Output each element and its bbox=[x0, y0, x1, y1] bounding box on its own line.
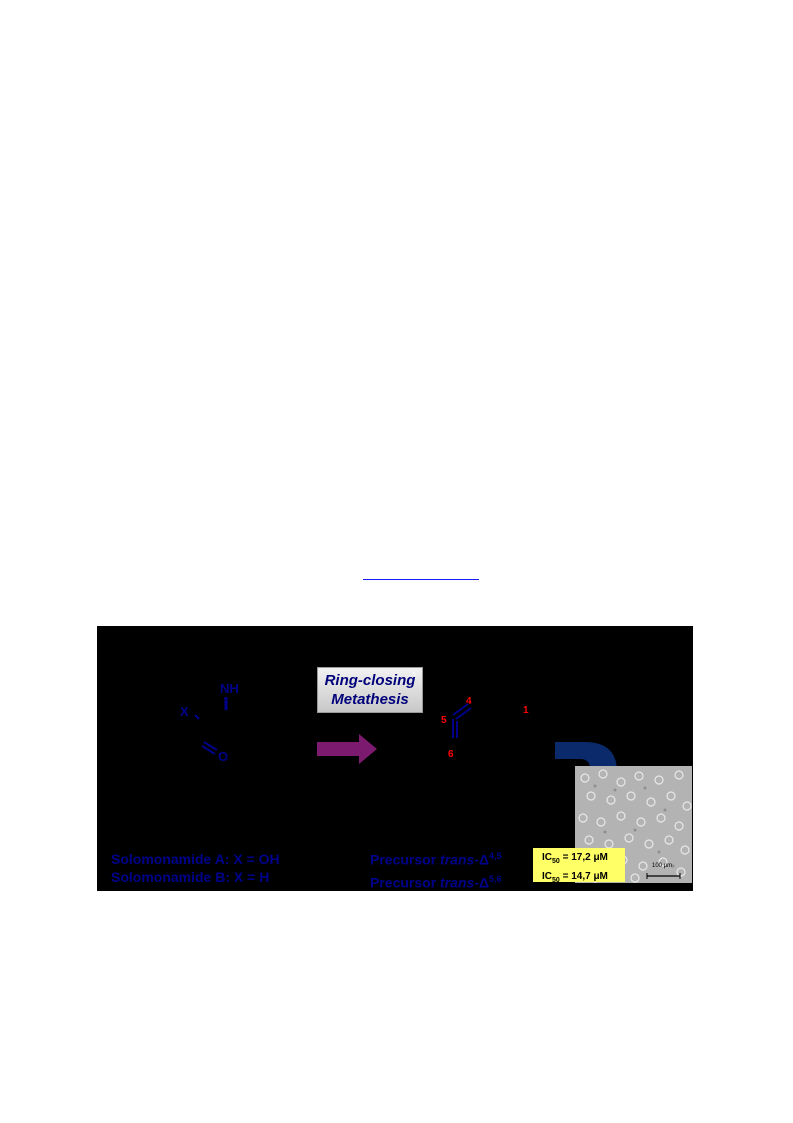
position-4: 4 bbox=[466, 696, 472, 707]
rcm-label-box: Ring-closing Metathesis bbox=[317, 667, 423, 713]
caption-solomonamide-a: Solomonamide A: X = OH bbox=[111, 851, 280, 867]
position-6: 6 bbox=[448, 749, 454, 760]
rcm-label-line1: Ring-closing bbox=[324, 672, 416, 689]
x-label: X bbox=[180, 704, 189, 719]
rcm-label-line2: Metathesis bbox=[331, 691, 409, 708]
ic50-line-2: IC50 = 14,7 μM bbox=[542, 871, 608, 884]
ic50-box: IC50 = 17,2 μM IC50 = 14,7 μM bbox=[533, 848, 625, 884]
graphical-abstract: Ring-closing Metathesis NH X O 4 5 6 1 S… bbox=[97, 626, 693, 891]
caption-solomonamide-b: Solomonamide B: X = H bbox=[111, 869, 270, 885]
reaction-arrow bbox=[317, 734, 377, 764]
caption-precursor-45: Precursor trans-Δ4,5 bbox=[370, 851, 502, 868]
caption-precursor-56: Precursor trans-Δ5,6 bbox=[370, 874, 502, 891]
position-1: 1 bbox=[523, 705, 529, 716]
nh-label: NH bbox=[220, 681, 239, 696]
scale-bar-label: 100 μm bbox=[652, 863, 673, 869]
position-5: 5 bbox=[441, 715, 447, 726]
hyperlink-underline[interactable] bbox=[363, 579, 479, 580]
o-label: O bbox=[218, 749, 229, 764]
cell-texture bbox=[578, 769, 692, 883]
ic50-line-1: IC50 = 17,2 μM bbox=[542, 852, 608, 865]
